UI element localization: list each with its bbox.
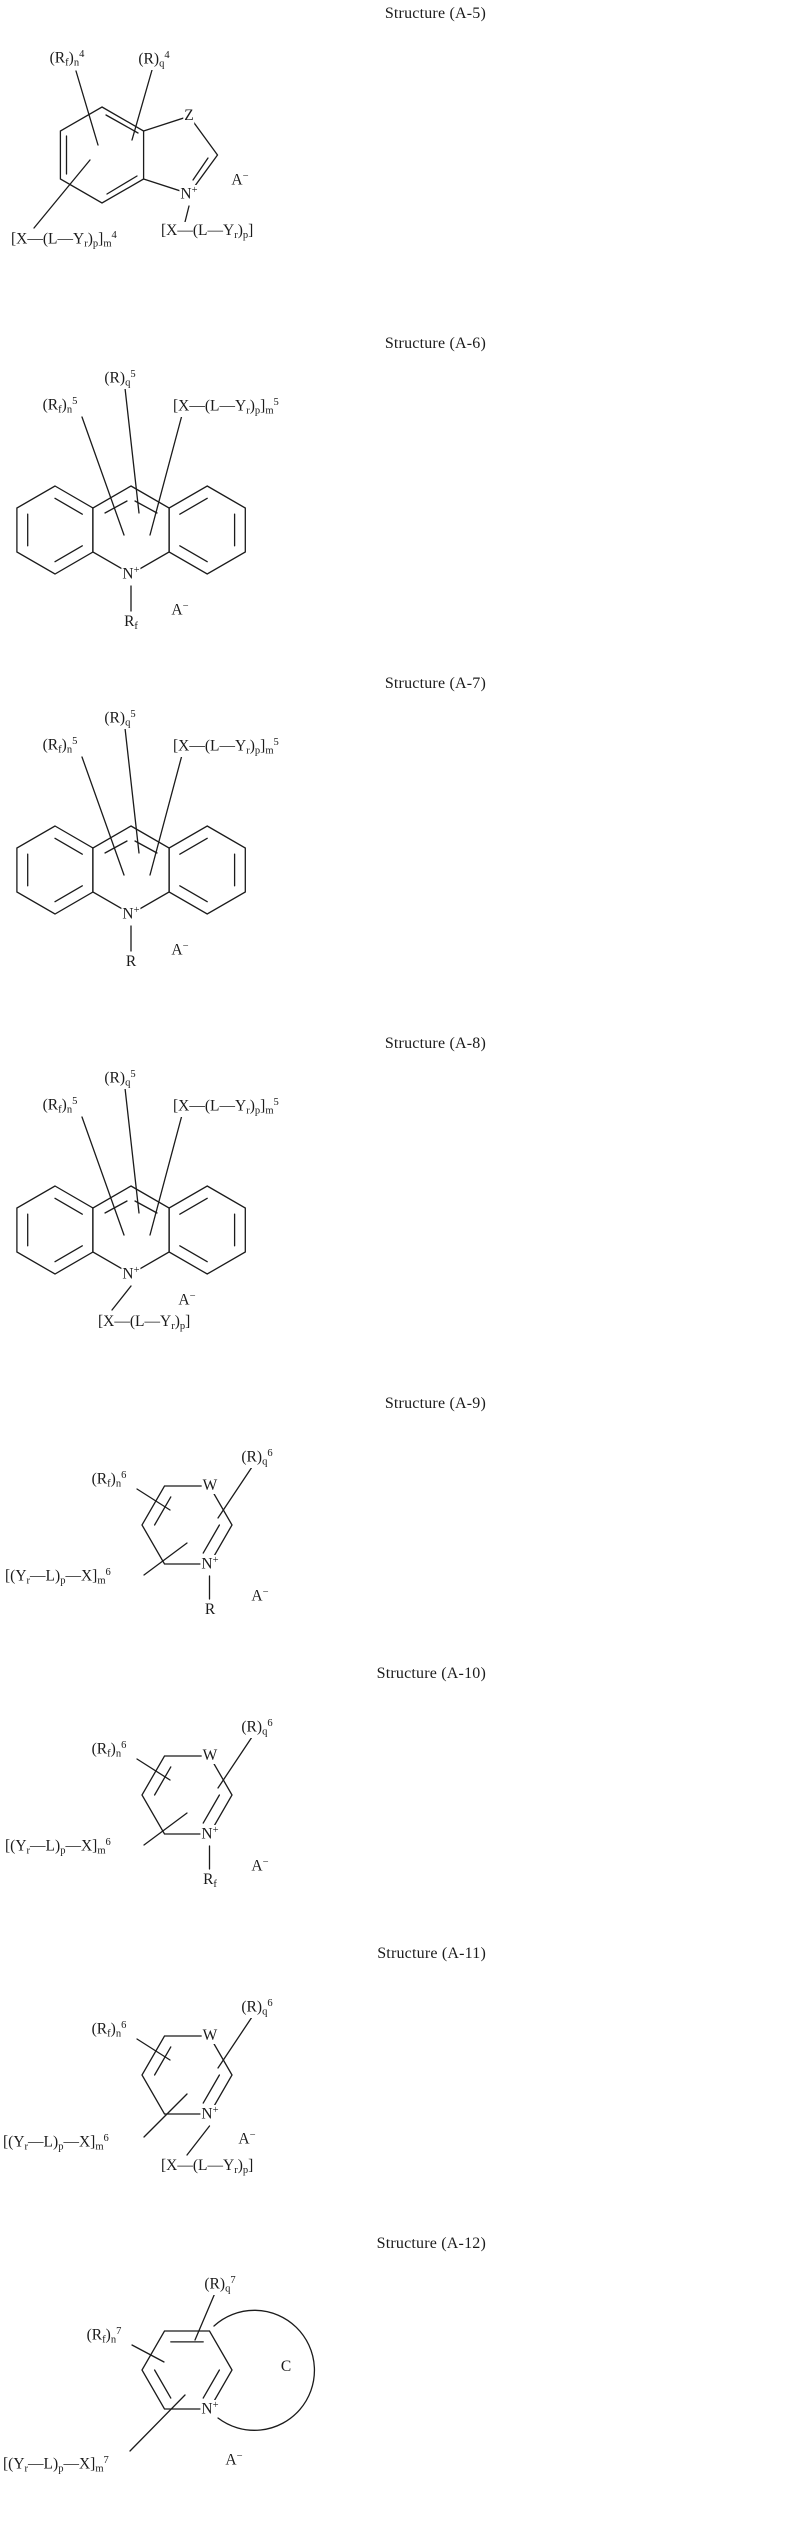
structure-a6-title: Structure (A-6) [384,335,486,352]
a8-label-n-chain-group: [X—(L—Yr)p] [97,1313,192,1333]
structure-a10: Structure (A-10) W (R)q6 (Rf)n6 [(Yr—L)p… [2,1663,789,1900]
a6-label-n-plus: N+ [121,565,141,583]
structure-a5-drawing: (Rf)n4 (R)q4 Z N+ A− [X—(L—Yr)p] [X—(L—Y… [2,25,502,265]
structure-a10-title: Structure (A-10) [376,1665,486,1682]
structure-a11-drawing: W (R)q6 (Rf)n6 [(Yr—L)p—X]m6 N+ [X—(L—Yr… [2,1965,502,2195]
structure-a9-skeleton [136,1466,253,1600]
a11-label-chain-group: [(Yr—L)p—X]m6 [2,2133,110,2154]
a10-label-n-plus: N+ [200,1825,220,1843]
a5-label-n-chain-group: [X—(L—Yr)p] [160,222,255,242]
structure-a7-title: Structure (A-7) [384,675,486,692]
a10-label-chain-group: [(Yr—L)p—X]m6 [4,1837,112,1858]
a7-label-n-plus: N+ [121,905,141,923]
a11-label-rf-substituent: (Rf)n6 [90,2020,128,2041]
structure-a8-title: Structure (A-8) [384,1035,486,1052]
a8-label-anion: A− [177,1291,197,1309]
a12-label-anion: A− [224,2451,244,2469]
structure-a5-skeleton [33,69,219,229]
structure-a7-drawing: (R)q5 (Rf)n5 [X—(L—Yr)p]m5 N+ R A− [2,695,502,995]
a7-label-anion: A− [170,941,190,959]
a10-label-r-substituent: (R)q6 [240,1718,274,1739]
a6-label-rf-substituent: (Rf)n5 [41,396,79,417]
structure-a6-skeleton [16,387,246,612]
a5-label-anion: A− [230,171,250,189]
structure-a8-skeleton [16,1087,246,1311]
a12-label-n-plus: N+ [200,2400,220,2418]
a8-label-r-substituent: (R)q5 [103,1069,137,1090]
a10-label-w-atom: W [201,1747,219,1765]
structure-a10-drawing: W (R)q6 (Rf)n6 [(Yr—L)p—X]m6 N+ Rf A− [2,1685,502,1900]
a6-label-anion: A− [170,601,190,619]
a8-label-rf-substituent: (Rf)n5 [41,1096,79,1117]
structure-a8: Structure (A-8) (R)q5 (Rf)n5 [2,1033,789,1355]
a7-label-rf-substituent: (Rf)n5 [41,736,79,757]
a9-label-rf-substituent: (Rf)n6 [90,1470,128,1491]
a5-label-r-substituent: (R)q4 [137,50,171,71]
a12-label-chain-group: [(Yr—L)p—X]m7 [2,2455,110,2476]
a7-label-n-substituent: R [124,953,138,971]
a11-label-anion: A− [237,2130,257,2148]
structure-a9: Structure (A-9) W (R)q6 (Rf)n6 [(Yr—L)p—… [2,1393,789,1630]
structure-a12-title: Structure (A-12) [376,2235,486,2252]
a10-label-anion: A− [250,1857,270,1875]
structure-a9-title: Structure (A-9) [384,1395,486,1412]
a12-label-rf-substituent: (Rf)n7 [85,2326,123,2347]
a8-label-n-plus: N+ [121,1265,141,1283]
a9-label-n-plus: N+ [200,1555,220,1573]
a9-label-anion: A− [250,1587,270,1605]
structure-a11-title: Structure (A-11) [377,1945,486,1962]
a12-label-r-substituent: (R)q7 [203,2275,237,2296]
structure-a12: Structure (A-12) (R)q7 (Rf)n7 C N+ [(Yr—… [2,2233,789,2495]
structure-a6: Structure (A-6) (R)q5 (Rf)n5 [2,333,789,655]
a11-label-n-plus: N+ [200,2105,220,2123]
structure-a8-drawing: (R)q5 (Rf)n5 [X—(L—Yr)p]m5 N+ [X—(L—Yr)p… [2,1055,502,1355]
a9-label-n-substituent: R [203,1601,217,1619]
structure-a11: Structure (A-11) W (R)q6 (Rf)n6 [(Yr—L)p… [2,1943,789,2195]
a10-label-rf-substituent: (Rf)n6 [90,1740,128,1761]
structure-a12-drawing: (R)q7 (Rf)n7 C N+ [(Yr—L)p—X]m7 A− [2,2255,502,2495]
a8-label-chain-group: [X—(L—Yr)p]m5 [172,1097,280,1118]
a11-label-r-substituent: (R)q6 [240,1998,274,2019]
a6-label-chain-group: [X—(L—Yr)p]m5 [172,397,280,418]
a12-label-macrocycle-c: C [279,2358,293,2376]
a6-label-n-substituent: Rf [123,613,139,633]
a9-label-chain-group: [(Yr—L)p—X]m6 [4,1567,112,1588]
structure-a6-drawing: (R)q5 (Rf)n5 [X—(L—Yr)p]m5 N+ Rf A− [2,355,502,655]
a11-label-w-atom: W [201,2027,219,2045]
structure-a5: Structure (A-5) (Rf)n4 (R)q4 Z N+ A− [X—… [2,3,789,265]
a9-label-r-substituent: (R)q6 [240,1448,274,1469]
a5-label-rf-substituent: (Rf)n4 [48,49,86,70]
a5-label-n-plus: N+ [179,185,199,203]
a5-label-z-atom: Z [183,107,195,125]
structure-a7: Structure (A-7) (R)q5 (Rf)n5 [2,673,789,995]
a10-label-n-substituent: Rf [202,1871,218,1891]
a7-label-chain-group: [X—(L—Yr)p]m5 [172,737,280,758]
a9-label-w-atom: W [201,1477,219,1495]
a7-label-r-substituent: (R)q5 [103,709,137,730]
structure-a9-drawing: W (R)q6 (Rf)n6 [(Yr—L)p—X]m6 N+ R A− [2,1415,502,1630]
structure-a5-title: Structure (A-5) [384,5,486,22]
a6-label-r-substituent: (R)q5 [103,369,137,390]
a5-label-ring-chain-group: [X—(L—Yr)p]m4 [10,230,118,251]
a11-label-n-chain-group: [X—(L—Yr)p] [160,2157,255,2177]
